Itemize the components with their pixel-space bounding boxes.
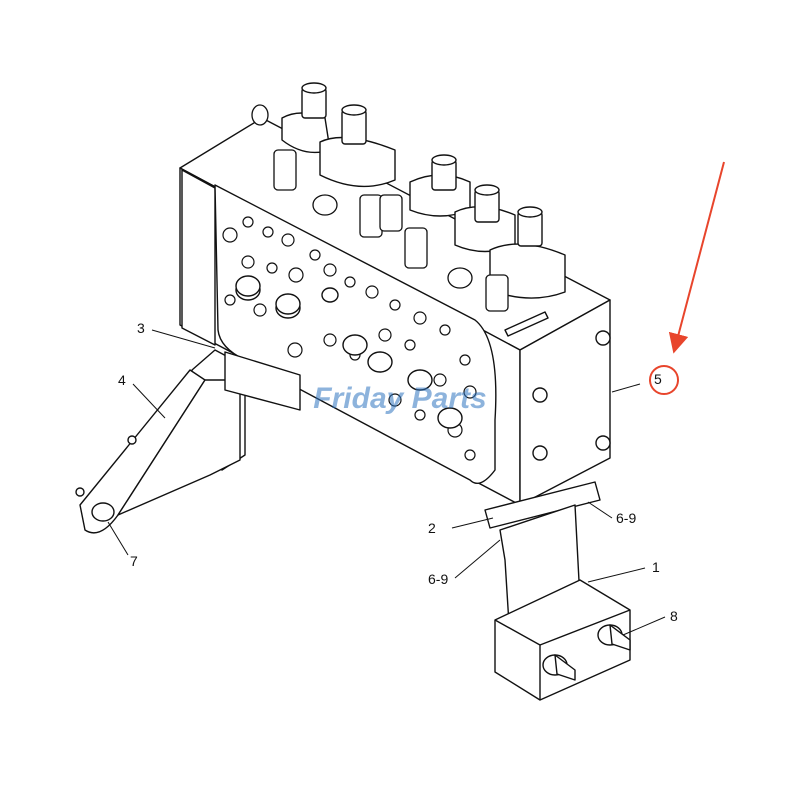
highlight-arrow [668, 161, 725, 354]
watermark-text: Friday Parts [313, 382, 486, 415]
right-mount-bracket [484, 481, 631, 701]
callout-8: 8 [670, 608, 678, 624]
leader-lines [107, 329, 666, 636]
cover-plate [214, 184, 497, 484]
valve-side-plate [181, 169, 216, 346]
callout-6-9-right: 6-9 [616, 510, 636, 526]
highlight-circle [649, 365, 679, 395]
callout-3: 3 [137, 320, 145, 336]
cover-ports [222, 216, 477, 461]
hose-fittings [251, 104, 509, 312]
callout-1: 1 [652, 559, 660, 575]
callout-2: 2 [428, 520, 436, 536]
left-mount-bracket [75, 349, 301, 534]
callout-4: 4 [118, 372, 126, 388]
callout-5: 5 [654, 371, 662, 387]
solenoid-cartridges [281, 82, 566, 299]
callout-6-9-left: 6-9 [428, 571, 448, 587]
callout-7: 7 [130, 553, 138, 569]
cover-bolts [235, 275, 463, 429]
